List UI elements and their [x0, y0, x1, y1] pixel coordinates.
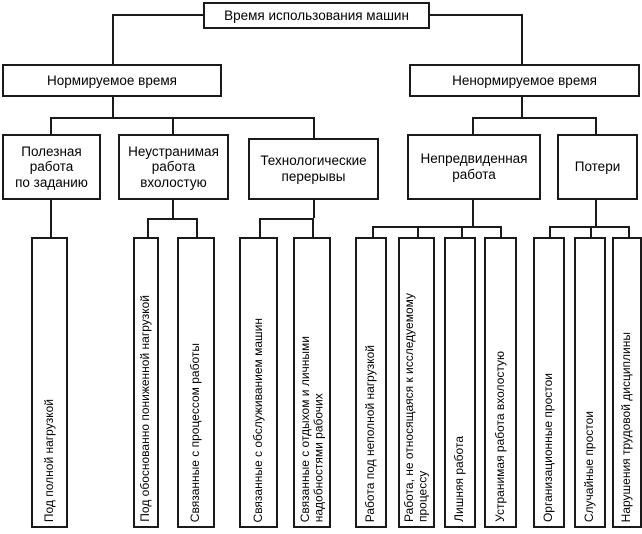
connector-g5-l1	[549, 226, 551, 237]
connector-g4-l2	[417, 226, 419, 237]
node-tehnologicheskie-pereryvy[interactable]: Технологические перерывы	[248, 138, 379, 200]
leaf-label: Работа, не относящаяся к исследуемому пр…	[402, 292, 430, 522]
leaf-svyazannye-s-processom-raboty[interactable]: Связанные с процессом работы	[177, 237, 215, 528]
connector-g3-l2	[312, 218, 314, 237]
connector-norm-bar	[50, 117, 315, 119]
node-neustranimaya-rabota[interactable]: Неустранимая работа вхолостую	[118, 134, 229, 200]
leaf-label: Связанные с процессом работы	[188, 342, 203, 522]
leaf-rabota-ne-otnosyashchayasya-k-issleduemomu-processu[interactable]: Работа, не относящаяся к исследуемому пр…	[398, 237, 435, 528]
connector-g2-stem	[172, 199, 174, 218]
connector-g5-stem	[595, 199, 597, 226]
leaf-label: Организационные простои	[541, 372, 556, 522]
connector-g3-bar	[259, 218, 314, 220]
leaf-svyazannye-s-otdyhom-i-lichnymi-nadobnostyami[interactable]: Связанные с отдыхом и личными надобностя…	[293, 237, 331, 528]
node-root[interactable]: Время использования машин	[203, 2, 430, 29]
connector-g5-bar	[549, 226, 630, 228]
connector-g2-l2	[196, 218, 198, 237]
connector-g2-bar	[147, 218, 198, 220]
connector-g3-stem	[313, 199, 315, 218]
connector-g4-l3	[461, 226, 463, 237]
connector-norm-stem	[112, 96, 114, 117]
connector-g5-l2	[590, 226, 592, 237]
leaf-label: Связанные с обслуживанием машин	[250, 317, 265, 522]
leaf-rabota-pod-nepolnoj-nagruzkoj[interactable]: Работа под неполной нагрузкой	[355, 237, 387, 528]
leaf-lishnyaya-rabota[interactable]: Лишняя работа	[444, 237, 476, 528]
leaf-pod-obosnovanno-ponizhennoj-nagruzkoj[interactable]: Под обоснованно пониженной нагрузкой	[133, 237, 159, 528]
connector-norm-to-c2	[172, 117, 174, 139]
node-normiruemoe-vremya[interactable]: Нормируемое время	[2, 64, 222, 97]
connector-g4-l1	[372, 226, 374, 237]
leaf-label: Лишняя работа	[452, 436, 467, 522]
connector-nenorm-bar	[472, 117, 597, 119]
leaf-label: Под обоснованно пониженной нагрузкой	[138, 295, 153, 522]
leaf-label: Случайные простои	[582, 410, 597, 522]
leaf-label: Работа под неполной нагрузкой	[363, 344, 378, 522]
connector-nenorm-to-c4	[472, 117, 474, 139]
node-poteri[interactable]: Потери	[557, 134, 638, 200]
connector-g3-l1	[259, 218, 261, 237]
leaf-label: Устранимая работа вхолостую	[492, 351, 507, 522]
node-nenormiruemoe-vremya[interactable]: Ненормируемое время	[409, 64, 640, 97]
connector-nenorm-stem	[521, 96, 523, 117]
connector-g4-bar	[372, 226, 502, 228]
connector-nenorm-to-c5	[595, 117, 597, 139]
connector-root-right	[429, 14, 523, 16]
connector-g1-stem	[50, 199, 52, 237]
leaf-pod-polnoj-nagruzkoj[interactable]: Под полной нагрузкой	[31, 237, 68, 528]
connector-root-right-down	[521, 14, 523, 64]
leaf-svyazannye-s-obsluzhivaniem-mashin[interactable]: Связанные с обслуживанием машин	[239, 237, 278, 528]
leaf-label: Нарушения трудовой дисциплины	[619, 331, 634, 522]
leaf-narusheniya-trudovoj-discipliny[interactable]: Нарушения трудовой дисциплины	[612, 237, 642, 528]
connector-g5-l3	[628, 226, 630, 237]
connector-root-left	[112, 14, 204, 16]
connector-root-left-down	[112, 14, 114, 64]
leaf-sluchajnye-prostoi[interactable]: Случайные простои	[574, 237, 606, 528]
connector-g4-l4	[500, 226, 502, 237]
leaf-ustranimaya-rabota-vholostuyu[interactable]: Устранимая работа вхолостую	[484, 237, 517, 528]
connector-g2-l1	[147, 218, 149, 237]
connector-norm-to-c3	[313, 117, 315, 139]
node-poleznaya-rabota[interactable]: Полезная работа по заданию	[2, 134, 101, 200]
leaf-label: Под полной нагрузкой	[41, 398, 56, 522]
leaf-label: Связанные с отдыхом и личными надобностя…	[297, 335, 325, 522]
connector-g4-stem	[472, 199, 474, 226]
leaf-organizacionnye-prostoi[interactable]: Организационные простои	[533, 237, 565, 528]
connector-norm-to-c1	[50, 117, 52, 139]
node-nepredvidennaya-rabota[interactable]: Непредвиденная работа	[407, 134, 541, 200]
